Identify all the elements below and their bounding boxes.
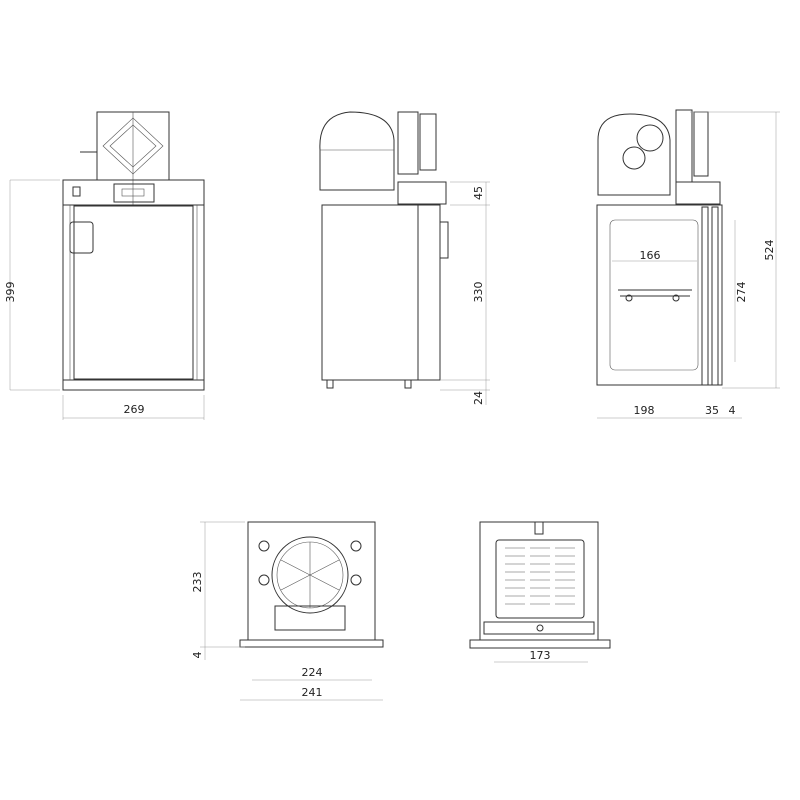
dim-height-233: 233 — [191, 572, 204, 593]
dim-top-45: 45 — [472, 186, 485, 200]
side-view: 45 330 24 — [319, 111, 490, 405]
power-switch-icon — [72, 186, 81, 197]
dim-inner-width-224: 224 — [302, 666, 323, 679]
dim-width-173: 173 — [530, 649, 551, 662]
dim-flange-4: 4 — [191, 652, 204, 659]
dim-feet-24: 24 — [472, 391, 485, 405]
door — [73, 205, 194, 380]
dim-outer-width-241: 241 — [302, 686, 323, 699]
cabinet — [596, 204, 723, 386]
door-handle — [439, 221, 449, 259]
dim-inner-width-166: 166 — [640, 249, 661, 262]
dim-overall-height-524: 524 — [763, 240, 776, 261]
bottom-view: 233 4 224 241 — [191, 521, 384, 701]
condenser-fan-unit — [80, 111, 170, 205]
cabinet — [321, 204, 419, 381]
compressor — [597, 113, 671, 196]
door-handle — [69, 221, 94, 254]
dim-flange-4: 4 — [729, 404, 736, 417]
dim-width-269: 269 — [124, 403, 145, 416]
section-view: 166 274 524 198 35 4 — [596, 109, 780, 419]
compressor — [319, 111, 395, 191]
mounting-flange — [239, 639, 384, 648]
thermostat-display — [113, 183, 155, 203]
dim-height-399: 399 — [4, 282, 17, 303]
vent-grille — [495, 539, 585, 619]
fan-icon — [271, 536, 349, 614]
dim-door-depth-35: 35 — [705, 404, 719, 417]
rear-view: 173 — [469, 521, 611, 663]
cabinet — [62, 179, 205, 391]
dim-depth-198: 198 — [634, 404, 655, 417]
mounting-flange — [469, 639, 611, 649]
dim-cabinet-330: 330 — [472, 282, 485, 303]
front-view: 399 269 — [4, 111, 205, 420]
dim-door-height-274: 274 — [735, 282, 748, 303]
